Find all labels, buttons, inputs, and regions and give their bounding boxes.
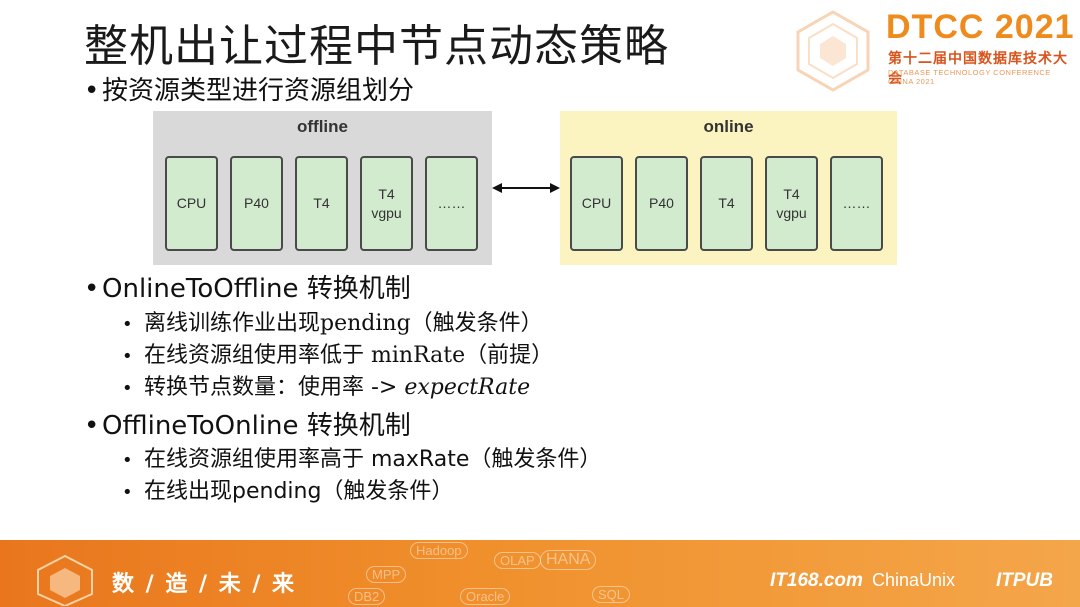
bidirectional-arrow-icon xyxy=(492,183,560,193)
online-box-cpu: CPU xyxy=(570,156,623,251)
online-box-more: …… xyxy=(830,156,883,251)
offline-box-t4-vgpu: T4 vgpu xyxy=(360,156,413,251)
bg-word: Oracle xyxy=(460,588,511,605)
offline-label: offline xyxy=(297,117,348,136)
sub-item: •在线资源组使用率低于 minRate（前提） xyxy=(122,343,554,368)
footer-background-words: Hadoop OLAP HANA MPP DB2 Oracle SQL xyxy=(348,540,700,607)
online-box-t4-vgpu: T4 vgpu xyxy=(765,156,818,251)
chinaunix-logo: ChinaUnix xyxy=(872,570,956,590)
itpub-logo: ITPUB xyxy=(996,570,1053,591)
dtcc-logo: DTCC 2021 第十二届中国数据库技术大会 DATABASE TECHNOL… xyxy=(790,8,1075,92)
bg-word: Hadoop xyxy=(410,542,468,559)
online-box-t4: T4 xyxy=(700,156,753,251)
sub-item: •在线资源组使用率高于 maxRate（触发条件） xyxy=(122,447,602,472)
bullet-resource-groups: •按资源类型进行资源组划分 xyxy=(84,76,415,106)
offline-box-more: …… xyxy=(425,156,478,251)
offline-box-p40: P40 xyxy=(230,156,283,251)
bg-word: OLAP xyxy=(494,552,541,569)
it168-logo: IT168.com xyxy=(770,570,863,591)
sub-item: •转换节点数量：使用率 -> expectRate xyxy=(122,375,531,400)
bullet-online-to-offline: •OnlineToOffline 转换机制 xyxy=(84,274,411,304)
bg-word: DB2 xyxy=(348,588,386,605)
bullet-text: OfflineToOnline 转换机制 xyxy=(102,411,411,441)
slide-title: 整机出让过程中节点动态策略 xyxy=(84,21,669,72)
bg-word: HANA xyxy=(540,550,597,570)
bg-word: SQL xyxy=(592,586,631,603)
bg-word: MPP xyxy=(366,566,407,583)
bullet-offline-to-online: •OfflineToOnline 转换机制 xyxy=(84,411,411,441)
footer-banner: Hadoop OLAP HANA MPP DB2 Oracle SQL 数 / … xyxy=(0,540,1080,607)
logo-english-text: DATABASE TECHNOLOGY CONFERENCE CHINA 202… xyxy=(888,68,1051,86)
hexagon-logo-icon xyxy=(796,10,870,92)
hexagon-footer-icon xyxy=(37,554,93,606)
logo-sub-text: 第十二届中国数据库技术大会 xyxy=(888,51,1068,87)
online-box-p40: P40 xyxy=(635,156,688,251)
offline-group: offline CPU P40 T4 T4 vgpu …… xyxy=(153,111,492,265)
offline-box-cpu: CPU xyxy=(165,156,218,251)
online-group: online CPU P40 T4 T4 vgpu …… xyxy=(560,111,897,265)
logo-main-text: DTCC 2021 xyxy=(886,8,1075,46)
online-label: online xyxy=(703,117,754,136)
footer-slogan: 数 / 造 / 未 / 来 xyxy=(112,572,297,597)
sub-item: •离线训练作业出现pending（触发条件） xyxy=(122,311,543,336)
sub-item: •在线出现pending（触发条件） xyxy=(122,479,454,504)
bullet-text: OnlineToOffline 转换机制 xyxy=(102,274,411,304)
bullet-text: 按资源类型进行资源组划分 xyxy=(102,76,415,106)
offline-box-t4: T4 xyxy=(295,156,348,251)
